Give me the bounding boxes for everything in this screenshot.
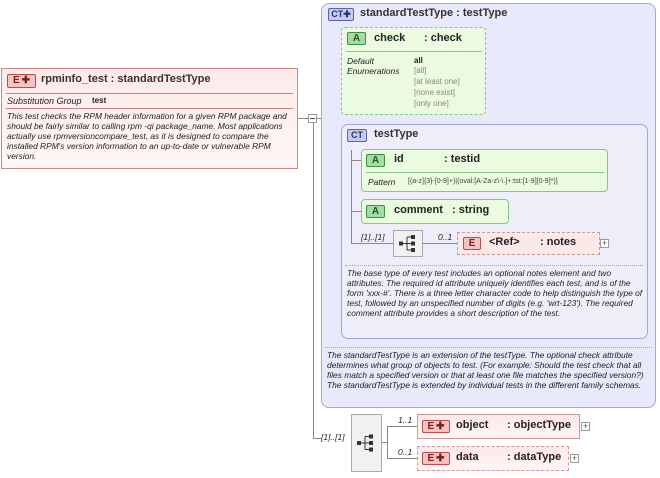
standardtesttype-desc-divider <box>325 347 652 348</box>
connector-line <box>423 243 457 244</box>
object-multiplicity: 1..1 <box>398 415 413 425</box>
pattern-label: Pattern <box>368 177 396 187</box>
element-data-type: : dataType <box>507 451 562 463</box>
element-object-badge: E✚ <box>422 420 450 433</box>
standardtesttype-description: The standardTestType is an extension of … <box>327 350 644 390</box>
expand-icon[interactable]: + <box>600 238 609 248</box>
complex-type-badge: CT✚ <box>328 8 354 21</box>
sequence-icon <box>399 235 415 252</box>
attribute-check-name: check <box>374 32 406 44</box>
substitution-group-label: Substitution Group <box>7 96 82 106</box>
plus-icon: ✚ <box>436 421 445 432</box>
attribute-comment-name: comment <box>394 204 443 216</box>
connector-line <box>351 243 393 244</box>
default-value: all <box>414 56 423 65</box>
testtype-desc-divider <box>345 265 643 266</box>
sequence-compositor[interactable] <box>351 414 382 472</box>
element-ref-badge: E <box>463 237 481 250</box>
id-divider <box>366 172 604 173</box>
attribute-id-name: id <box>394 153 404 165</box>
root-divider-2 <box>6 108 293 109</box>
connector-line <box>382 442 387 443</box>
testtype-description: The base type of every test includes an … <box>347 268 643 318</box>
complex-type-badge: CT <box>347 129 367 142</box>
connector-line <box>313 438 321 439</box>
enum-value: [at least one] <box>414 77 460 86</box>
element-data-badge: E✚ <box>422 452 450 465</box>
sequence-compositor[interactable] <box>393 230 423 257</box>
attribute-id-badge: A <box>366 154 385 167</box>
collapse-toggle[interactable] <box>308 114 317 123</box>
plus-icon: ✚ <box>21 75 31 86</box>
plus-icon: ✚ <box>436 453 445 464</box>
substitution-group-value: test <box>92 96 107 105</box>
attribute-id-type: : testid <box>444 153 481 165</box>
attribute-check-badge: A <box>347 32 366 45</box>
complex-type-name: testType <box>374 128 419 140</box>
root-element-badge: E✚ <box>7 74 36 88</box>
check-divider <box>346 51 482 52</box>
enum-value: [none exist] <box>414 88 455 97</box>
attribute-comment-badge: A <box>366 205 385 218</box>
connector-line <box>387 426 388 458</box>
element-ref-name: <Ref> <box>489 236 520 248</box>
connector-line <box>313 123 314 438</box>
element-object-type: : objectType <box>507 419 571 431</box>
element-ref-notes[interactable] <box>457 232 600 255</box>
connector-line <box>298 118 308 119</box>
connector-line <box>351 160 361 161</box>
connector-line <box>387 458 417 459</box>
connector-line <box>387 426 417 427</box>
root-element-box[interactable] <box>1 68 298 169</box>
enum-value: [all] <box>414 66 427 75</box>
default-label: Default <box>347 56 374 66</box>
root-element-name: rpminfo_test : standardTestType <box>41 73 211 85</box>
sequence-icon <box>357 434 373 452</box>
enumerations-label: Enumerations <box>347 66 400 76</box>
attribute-check-type: : check <box>424 32 462 44</box>
connector-line <box>351 211 361 212</box>
pattern-value: [(a-z]{3}-[0-9]+)|(oval:[A-Za-z\-\.]+:ts… <box>408 178 558 185</box>
expand-icon[interactable]: + <box>570 453 579 463</box>
sequence-multiplicity: [1]..[1] <box>321 432 345 442</box>
plus-icon: ✚ <box>343 9 351 19</box>
element-object-name: object <box>456 419 489 431</box>
element-data[interactable] <box>417 446 569 471</box>
enum-value: [only one] <box>414 99 449 108</box>
expand-icon[interactable]: + <box>581 421 590 431</box>
data-multiplicity: 0..1 <box>398 447 413 457</box>
complex-type-name: standardTestType : testType <box>360 7 508 19</box>
element-data-name: data <box>456 451 479 463</box>
ref-multiplicity: 0..1 <box>438 232 453 242</box>
root-description: This test checks the RPM header informat… <box>7 111 287 161</box>
element-ref-type: : notes <box>540 236 577 248</box>
attribute-id-box[interactable] <box>361 149 608 192</box>
sequence-multiplicity: [1]..[1] <box>361 232 385 242</box>
connector-line <box>351 150 352 243</box>
attribute-comment-box[interactable] <box>361 199 509 224</box>
connector-line <box>317 118 323 119</box>
root-divider <box>6 93 293 94</box>
attribute-comment-type: : string <box>452 204 490 216</box>
